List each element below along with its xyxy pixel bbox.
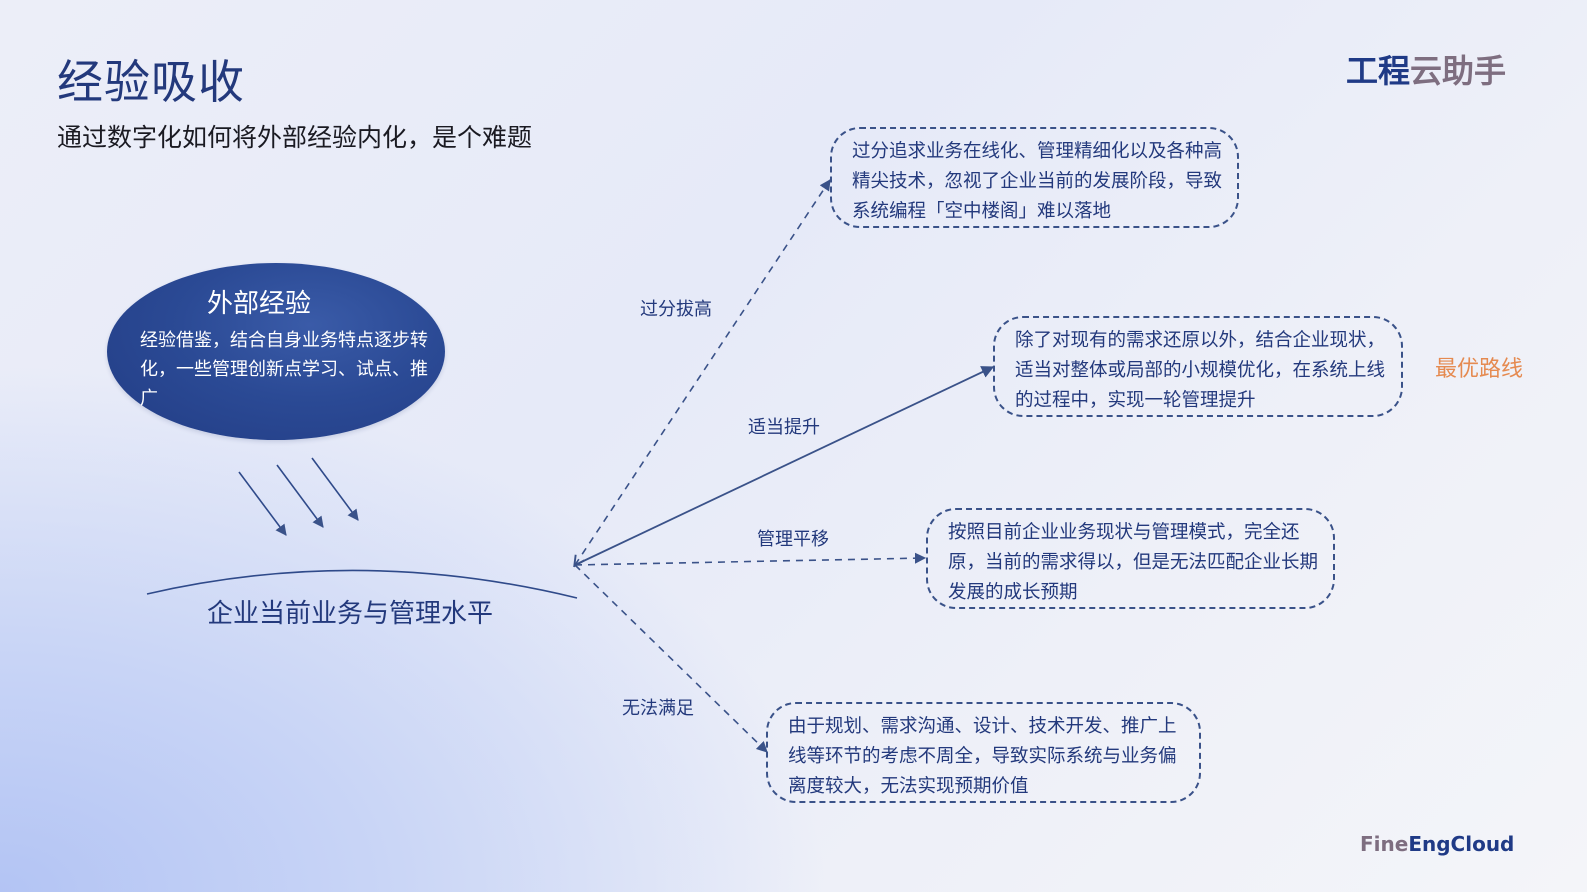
brand-logo: 工程云助手 xyxy=(1346,46,1506,92)
description-box-optimal: 除了对现有的需求还原以外，结合企业现状，适当对整体或局部的小规模优化，在系统上线… xyxy=(993,316,1403,417)
description-box-overreach: 过分追求业务在线化、管理精细化以及各种高精尖技术，忽视了企业当前的发展阶段，导致… xyxy=(830,127,1239,228)
absorb-arrow-1 xyxy=(238,471,287,536)
description-text: 由于规划、需求沟通、设计、技术开发、推广上线等环节的考虑不周全，导致实际系统与业… xyxy=(788,716,1177,797)
brand-part1: 工程 xyxy=(1346,52,1411,90)
external-experience-body: 经验借鉴，结合自身业务特点逐步转化，一些管理创新点学习、试点、推广 xyxy=(140,330,428,409)
branch-line-unmet xyxy=(574,564,768,753)
footer-brand-part2: EngCloud xyxy=(1408,832,1515,856)
description-text: 过分追求业务在线化、管理精细化以及各种高精尖技术，忽视了企业当前的发展阶段，导致… xyxy=(852,141,1223,222)
baseline-arc xyxy=(146,569,578,599)
page-title: 经验吸收 xyxy=(57,55,245,109)
branch-line-overreach xyxy=(575,180,831,565)
branch-label-optimal: 适当提升 xyxy=(748,417,820,438)
page-subtitle: 通过数字化如何将外部经验内化，是个难题 xyxy=(57,123,533,152)
branch-line-optimal xyxy=(574,366,995,566)
branch-line-lateral xyxy=(574,552,927,566)
branch-label-overreach: 过分拔高 xyxy=(640,299,712,320)
best-route-tag: 最优路线 xyxy=(1435,357,1524,382)
absorb-arrow-3 xyxy=(311,457,359,521)
description-box-lateral: 按照目前企业业务现状与管理模式，完全还原，当前的需求得以，但是无法匹配企业长期发… xyxy=(926,508,1335,609)
branch-label-unmet: 无法满足 xyxy=(622,698,694,719)
absorb-arrows xyxy=(238,457,359,536)
branch-label-lateral: 管理平移 xyxy=(757,529,829,550)
external-experience-ellipse xyxy=(107,263,445,440)
absorb-arrow-2 xyxy=(276,464,324,528)
brand-part2: 云助手 xyxy=(1410,52,1507,90)
description-text: 除了对现有的需求还原以外，结合企业现状，适当对整体或局部的小规模优化，在系统上线… xyxy=(1015,330,1386,411)
description-box-unmet: 由于规划、需求沟通、设计、技术开发、推广上线等环节的考虑不周全，导致实际系统与业… xyxy=(766,702,1201,803)
footer-brand: FineEngCloud xyxy=(1360,832,1514,856)
external-experience-title: 外部经验 xyxy=(207,289,312,319)
baseline-label: 企业当前业务与管理水平 xyxy=(207,599,494,629)
footer-brand-part1: Fine xyxy=(1360,832,1409,856)
description-text: 按照目前企业业务现状与管理模式，完全还原，当前的需求得以，但是无法匹配企业长期发… xyxy=(948,522,1319,603)
